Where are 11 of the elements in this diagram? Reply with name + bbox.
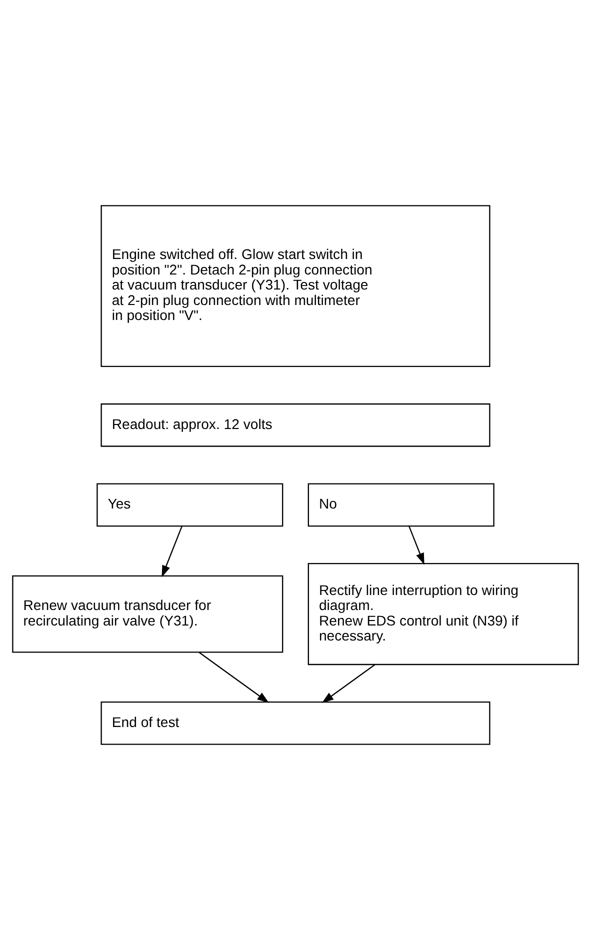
node-box: End of test xyxy=(100,700,490,744)
arrow xyxy=(322,664,376,702)
node-box: No xyxy=(308,482,494,526)
node-box: Renew vacuum transducer for recirculating air valve (Y31). xyxy=(12,574,284,652)
arrow xyxy=(408,525,424,564)
arrow xyxy=(162,525,182,577)
node-box: Engine switched off. Glow start switch in position "2". Detach 2-pin plug connection at vacuum transducer (Y31). Test voltage at 2-pin plug connection with multimeter in position "V". xyxy=(100,204,490,367)
node-box: Readout: approx. 12 volts xyxy=(100,402,490,446)
node-box: Rectify line interruption to wiring diagram. Renew EDS control unit (N39) if necessary. xyxy=(308,562,579,665)
node-box: Yes xyxy=(96,482,284,526)
arrow xyxy=(198,651,269,702)
